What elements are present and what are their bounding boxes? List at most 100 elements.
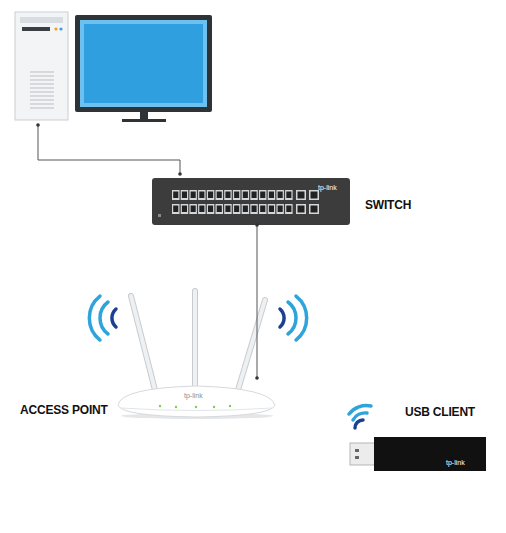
- switch-port: [191, 192, 196, 199]
- switch-port: [217, 206, 222, 213]
- antennas: [131, 291, 265, 390]
- pc-vents: [30, 72, 54, 108]
- switch-port: [216, 190, 224, 200]
- ap-edge: [121, 408, 272, 411]
- access-point-node: tp-linkACCESS POINT: [118, 378, 275, 418]
- switch-port: [269, 192, 274, 199]
- switch-port: [242, 190, 250, 200]
- switch-port: [207, 190, 215, 200]
- switch-port: [173, 192, 178, 199]
- switch-port: [260, 206, 265, 213]
- network-cable: [38, 124, 180, 175]
- network-cable: [255, 223, 259, 380]
- switch-port: [182, 192, 187, 199]
- switch-port: [233, 190, 241, 200]
- monitor-screen: [84, 24, 203, 103]
- switch-port: [224, 190, 232, 200]
- switch-port: [207, 204, 215, 214]
- brand-logo: tp-link: [446, 459, 465, 466]
- switch-port: [276, 204, 284, 214]
- switch-port: [259, 204, 267, 214]
- usb-client-node: tp-linkUSB CLIENT: [350, 437, 486, 471]
- switch-port: [286, 192, 291, 199]
- switch-port: [173, 206, 178, 213]
- switch-port: [285, 190, 293, 200]
- switch-port: [260, 192, 265, 199]
- switch-port: [234, 206, 239, 213]
- switch-body: [152, 178, 350, 225]
- switch-port: [268, 190, 276, 200]
- cable-end: [255, 223, 259, 227]
- pc-tower: [15, 12, 68, 120]
- switch-port: [278, 206, 283, 213]
- ap-leds: [159, 405, 231, 408]
- switch-port: [296, 204, 306, 214]
- pc-bay: [20, 17, 63, 23]
- usb-plug: [350, 443, 378, 465]
- pc-led: [59, 27, 62, 30]
- brand-logo: tp-link: [318, 184, 337, 191]
- switch-port: [309, 204, 319, 214]
- switch-port: [208, 206, 213, 213]
- switch-port: [243, 206, 248, 213]
- switch-port: [311, 192, 318, 199]
- device-label: USB CLIENT: [405, 406, 475, 418]
- switch-port: [182, 206, 187, 213]
- brand-logo: tp-link: [184, 392, 203, 399]
- pc-led: [54, 27, 57, 30]
- ap-body: [118, 386, 275, 417]
- switch-port: [181, 190, 189, 200]
- switch-port: [191, 206, 196, 213]
- switch-port: [234, 192, 239, 199]
- switch-port: [216, 204, 224, 214]
- switch-port: [172, 204, 180, 214]
- switch-port: [259, 190, 267, 200]
- monitor-screen: [80, 20, 207, 107]
- switch-port: [217, 192, 222, 199]
- switch-port: [296, 190, 306, 200]
- switch-port: [252, 192, 257, 199]
- usb-pin: [355, 449, 359, 452]
- switch-port: [285, 204, 293, 214]
- cable-end: [36, 123, 40, 127]
- switch-port: [252, 206, 257, 213]
- switch-ports: [158, 190, 319, 217]
- cable-end: [255, 376, 259, 380]
- monitor-stand: [140, 112, 148, 120]
- switch-port: [298, 206, 305, 213]
- switch-port: [198, 190, 206, 200]
- switch-port: [250, 204, 257, 214]
- monitor-base: [122, 119, 166, 122]
- switch-port: [250, 190, 257, 200]
- switch-node: tp-linkSWITCH: [152, 175, 350, 225]
- switch-port: [311, 206, 318, 213]
- switch-port: [189, 204, 197, 214]
- usb-pin: [355, 456, 359, 459]
- switch-port: [278, 192, 283, 199]
- switch-port: [243, 192, 248, 199]
- switch-port: [225, 206, 230, 213]
- device-label: ACCESS POINT: [20, 404, 108, 416]
- switch-port: [298, 192, 305, 199]
- switch-port: [269, 206, 274, 213]
- switch-port: [225, 192, 230, 199]
- switch-port: [199, 192, 204, 199]
- switch-port: [233, 204, 241, 214]
- wifi-waves: [89, 296, 371, 428]
- monitor-frame: [75, 15, 212, 112]
- switch-port: [268, 204, 276, 214]
- switch-port: [181, 204, 189, 214]
- switch-port: [286, 206, 291, 213]
- switch-port: [198, 204, 206, 214]
- switch-port: [199, 206, 204, 213]
- switch-port: [242, 204, 250, 214]
- switch-port: [172, 190, 180, 200]
- switch-port: [276, 190, 284, 200]
- switch-port: [224, 204, 232, 214]
- cable-line: [257, 225, 258, 378]
- usb-body: [374, 437, 486, 471]
- device-label: SWITCH: [365, 199, 411, 211]
